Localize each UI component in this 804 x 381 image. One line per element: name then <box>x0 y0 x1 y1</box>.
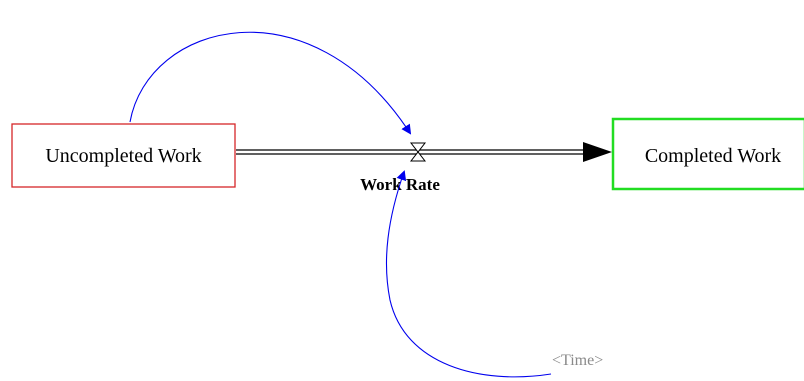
flow-valve-icon[interactable] <box>409 142 427 162</box>
stock-uncompleted-work-box <box>11 123 236 188</box>
stock-uncompleted-work-label: Uncompleted Work <box>45 145 201 167</box>
stock-uncompleted-work[interactable]: Uncompleted Work <box>11 123 236 188</box>
valve-top-triangle <box>409 142 427 153</box>
link-uncompleted-to-work-rate <box>129 31 412 135</box>
valve-bottom-triangle <box>409 151 427 162</box>
flow-pipe <box>236 142 612 162</box>
flow-pipe-arrowhead <box>583 142 612 162</box>
stock-completed-work-box <box>611 117 804 191</box>
link-time-to-work-rate <box>385 170 552 378</box>
stock-completed-work[interactable]: Completed Work <box>611 117 804 191</box>
stock-completed-work-label: Completed Work <box>645 145 781 167</box>
shadow-variable-time-label[interactable]: <Time> <box>552 352 603 369</box>
